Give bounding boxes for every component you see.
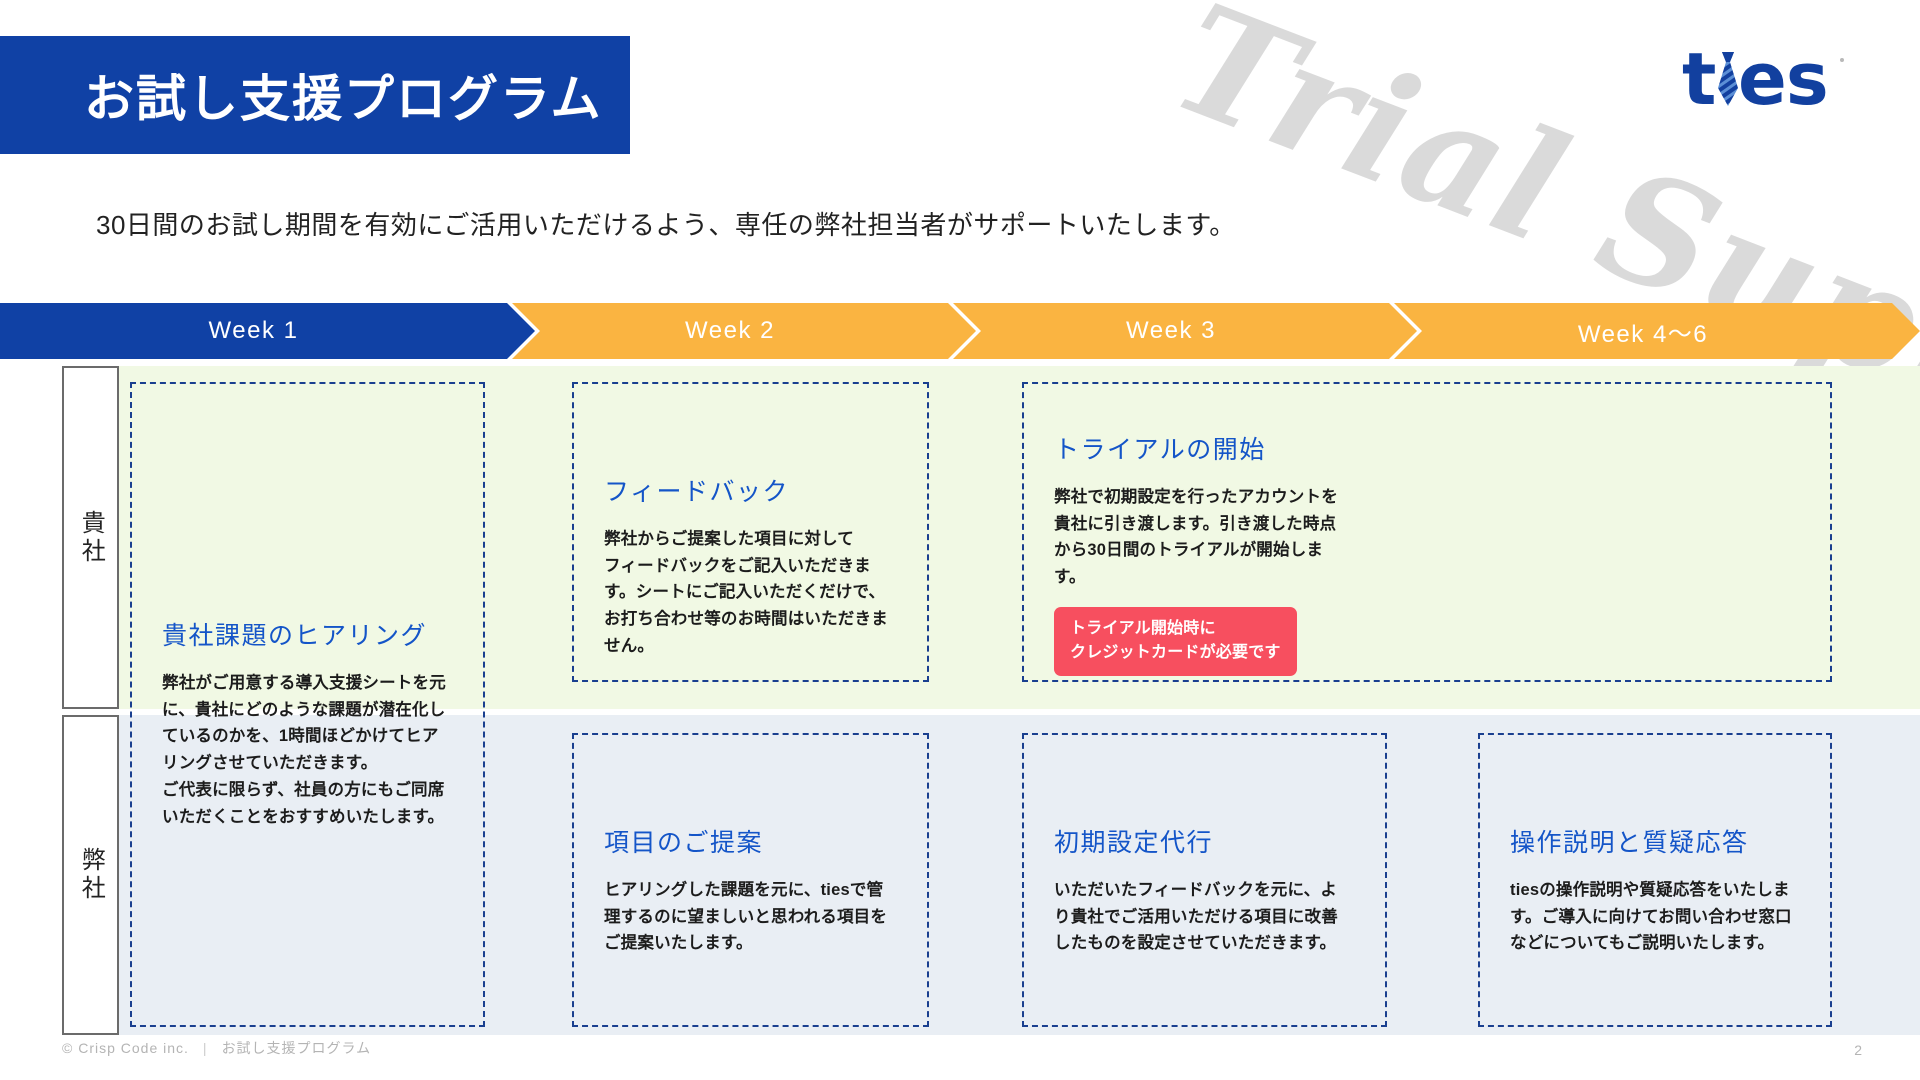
- week-2-label: Week 2: [685, 317, 775, 344]
- ties-logo: t es: [1682, 37, 1872, 122]
- card-vendor-training[interactable]: 操作説明と質疑応答 tiesの操作説明や質疑応答をいたしま す。ご導入に向けてお…: [1478, 733, 1832, 1027]
- card-vendor-setup-body: いただいたフィードバックを元に、よ り貴社でご活用いただける項目に改善 したもの…: [1054, 881, 1338, 953]
- footer-copyright: © Crisp Code inc.: [62, 1040, 189, 1056]
- svg-text:es: es: [1738, 42, 1828, 121]
- card-vendor-proposal[interactable]: 項目のご提案 ヒアリングした課題を元に、tiesで管 理するのに望ましいと思われ…: [572, 733, 929, 1027]
- card-vendor-proposal-title: 項目のご提案: [604, 829, 764, 857]
- card-client-feedback-title: フィードバック: [604, 478, 790, 506]
- timeline-week-1[interactable]: Week 1: [0, 303, 535, 359]
- footer-separator: |: [202, 1040, 208, 1056]
- card-client-trial-start-title: トライアルの開始: [1054, 436, 1266, 464]
- footer-doc-title: お試し支援プログラム: [221, 1040, 372, 1056]
- role-label-client: 貴社: [62, 366, 119, 709]
- role-label-vendor: 弊社: [62, 715, 119, 1035]
- card-client-feedback[interactable]: フィードバック 弊社からご提案した項目に対して フィードバックをご記入いただきま…: [572, 382, 929, 682]
- svg-text:t: t: [1682, 42, 1715, 121]
- footer: © Crisp Code inc. | お試し支援プログラム: [62, 1038, 371, 1058]
- card-vendor-proposal-body: ヒアリングした課題を元に、tiesで管 理するのに望ましいと思われる項目を ご提…: [604, 881, 888, 953]
- timeline-week-3[interactable]: Week 3: [953, 303, 1417, 359]
- card-client-trial-start-body: 弊社で初期設定を行ったアカウントを 貴社に引き渡します。引き渡した時点 から30…: [1054, 488, 1338, 587]
- page-title: お試し支援プログラム: [84, 71, 603, 127]
- card-client-hearing[interactable]: 貴社課題のヒアリング 弊社がご用意する導入支援シートを元 に、貴社にどのような課…: [130, 382, 485, 1027]
- card-client-feedback-body: 弊社からご提案した項目に対して フィードバックをご記入いただきま す。シートにご…: [604, 530, 888, 655]
- week-3-label: Week 3: [1126, 317, 1216, 344]
- credit-card-required-badge: トライアル開始時に クレジットカードが必要です: [1054, 606, 1297, 676]
- card-client-trial-start[interactable]: トライアルの開始 弊社で初期設定を行ったアカウントを 貴社に引き渡します。引き渡…: [1022, 382, 1832, 682]
- card-vendor-training-body: tiesの操作説明や質疑応答をいたしま す。ご導入に向けてお問い合わせ窓口 など…: [1510, 881, 1792, 953]
- subtitle: 30日間のお試し期間を有効にご活用いただけるよう、専任の弊社担当者がサポートいた…: [96, 210, 1236, 240]
- timeline-week-2[interactable]: Week 2: [512, 303, 976, 359]
- page-number: 2: [1854, 1042, 1862, 1058]
- timeline-week-4-6[interactable]: Week 4〜6: [1394, 303, 1920, 359]
- card-client-hearing-title: 貴社課題のヒアリング: [162, 622, 428, 650]
- week-4-6-label: Week 4〜6: [1577, 320, 1709, 348]
- client-row-band: [112, 366, 1920, 709]
- week-1-label: Week 1: [208, 317, 299, 344]
- role-label-client-text: 貴社: [77, 509, 105, 566]
- page-title-banner: お試し支援プログラム: [0, 36, 630, 154]
- card-vendor-setup-title: 初期設定代行: [1054, 829, 1214, 857]
- card-vendor-training-title: 操作説明と質疑応答: [1510, 829, 1749, 857]
- vendor-row-band: [112, 715, 1920, 1035]
- timeline-weekbar: Week 1 Week 2 Week 3 Week 4〜6: [0, 303, 1920, 359]
- card-client-hearing-body: 弊社がご用意する導入支援シートを元 に、貴社にどのような課題が潜在化し ているの…: [162, 674, 446, 826]
- card-vendor-setup[interactable]: 初期設定代行 いただいたフィードバックを元に、よ り貴社でご活用いただける項目に…: [1022, 733, 1387, 1027]
- role-label-vendor-text: 弊社: [77, 847, 105, 903]
